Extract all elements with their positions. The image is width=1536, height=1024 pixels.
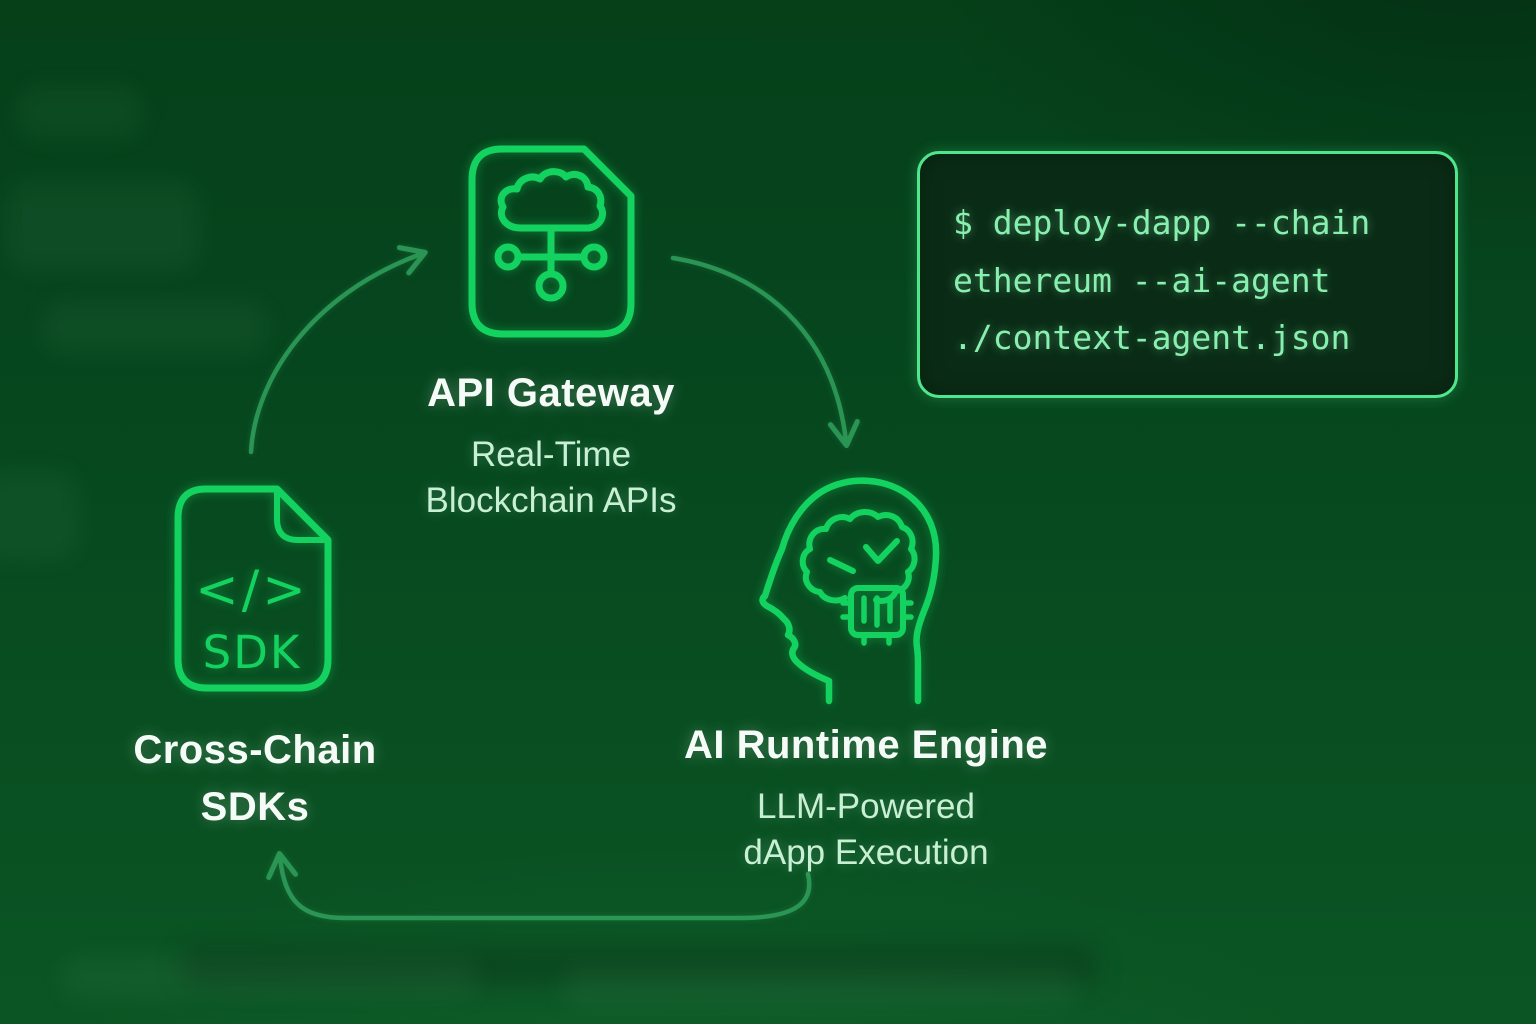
- head-brain-chip-icon: [759, 477, 940, 705]
- brain-icon: [799, 509, 918, 604]
- ai-runtime-title: AI Runtime Engine: [683, 723, 1049, 767]
- api-gateway-subtitle-line1: Real-Time: [470, 435, 632, 474]
- terminal-line: $ deploy-dapp --chain: [953, 203, 1371, 242]
- cross-chain-title-line2: SDKs: [200, 785, 310, 829]
- api-gateway-label: API Gateway Real-Time Blockchain APIs: [331, 370, 771, 524]
- head-profile-icon: [759, 477, 940, 705]
- ai-runtime-label: AI Runtime Engine LLM-Powered dApp Execu…: [616, 722, 1116, 876]
- ai-runtime-subtitle: LLM-Powered dApp Execution: [616, 784, 1116, 876]
- ai-runtime-subtitle-line1: LLM-Powered: [757, 787, 975, 826]
- code-brackets-icon: </>: [195, 560, 309, 620]
- api-gateway-document-icon: [468, 145, 635, 338]
- cross-chain-title: Cross-Chain SDKs: [30, 722, 480, 836]
- chip-icon: [840, 585, 914, 646]
- arrow-runtime-to-sdk: [266, 850, 812, 921]
- arrow-sdk-to-gateway: [248, 245, 428, 455]
- sdk-file-label: SDK: [203, 626, 302, 679]
- terminal-panel: $ deploy-dapp --chain ethereum --ai-agen…: [917, 151, 1458, 398]
- arrow-gateway-to-runtime: [670, 255, 860, 449]
- cross-chain-title-line1: Cross-Chain: [133, 728, 377, 772]
- ai-runtime-subtitle-line2: dApp Execution: [743, 833, 989, 872]
- check-icon: [863, 538, 900, 564]
- folded-corner-icon: [274, 486, 331, 543]
- terminal-line: ethereum --ai-agent: [953, 260, 1331, 300]
- terminal-line: ./context-agent.json: [953, 318, 1351, 357]
- cross-chain-label: Cross-Chain SDKs: [30, 722, 480, 836]
- api-gateway-subtitle: Real-Time Blockchain APIs: [331, 432, 771, 524]
- api-gateway-title: API Gateway: [427, 371, 675, 415]
- cloud-network-icon: [494, 168, 608, 302]
- api-gateway-subtitle-line2: Blockchain APIs: [425, 481, 677, 520]
- sdk-document-icon: </> SDK: [174, 485, 332, 692]
